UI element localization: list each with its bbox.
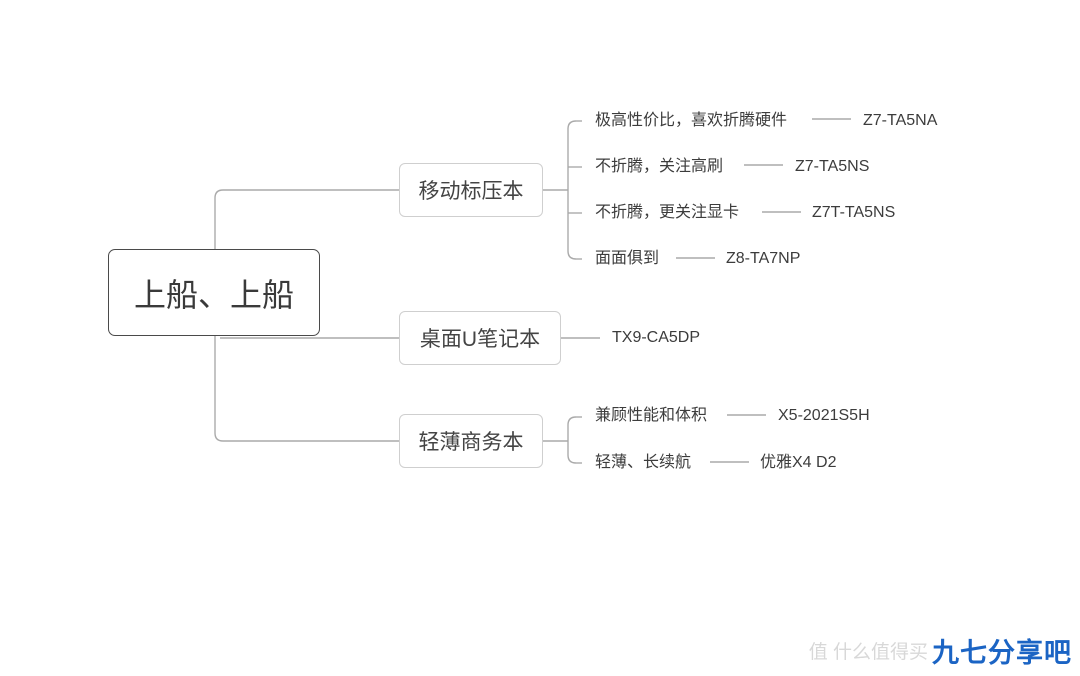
watermark: 值 什么值得买 九七分享吧: [809, 631, 1072, 670]
leaf-desc[interactable]: 不折腾，关注高刷: [595, 158, 724, 175]
leaf-desc[interactable]: 极高性价比，喜欢折腾硬件: [595, 112, 788, 129]
branch-label: 桌面U笔记本: [419, 328, 541, 351]
leaf-model[interactable]: Z7-TA5NA: [863, 112, 938, 129]
leaf-desc[interactable]: 兼顾性能和体积: [595, 407, 708, 424]
branch-label: 轻薄商务本: [418, 431, 524, 454]
leaf-model[interactable]: Z7-TA5NS: [795, 158, 870, 175]
leaf-model[interactable]: TX9-CA5DP: [612, 329, 701, 346]
root-label: 上船、上船: [133, 276, 294, 313]
connector-branch3-vertical: [567, 416, 577, 464]
connector-root-branch1: [214, 189, 399, 249]
leaf-model[interactable]: X5-2021S5H: [778, 407, 870, 424]
leaf-model[interactable]: Z7T-TA5NS: [812, 204, 896, 221]
connector-branch1-vertical: [567, 120, 577, 260]
leaf-desc[interactable]: 面面俱到: [595, 250, 660, 267]
watermark-ghost-text: 值 什么值得买: [808, 642, 928, 663]
leaf-model[interactable]: Z8-TA7NP: [726, 250, 801, 267]
branch-node-thin-business[interactable]: 轻薄商务本: [399, 414, 543, 468]
root-node[interactable]: 上船、上船: [108, 249, 320, 336]
branch-label: 移动标压本: [418, 180, 524, 203]
branch-node-mobile-performance[interactable]: 移动标压本: [399, 163, 543, 217]
connector-root-branch3: [214, 336, 399, 442]
leaf-desc[interactable]: 不折腾，更关注显卡: [595, 204, 740, 221]
watermark-brand-text: 九七分享吧: [932, 638, 1072, 668]
leaf-desc[interactable]: 轻薄、长续航: [595, 454, 692, 471]
leaf-model[interactable]: 优雅X4 D2: [760, 454, 837, 471]
branch-node-desktop-cpu[interactable]: 桌面U笔记本: [399, 311, 561, 365]
